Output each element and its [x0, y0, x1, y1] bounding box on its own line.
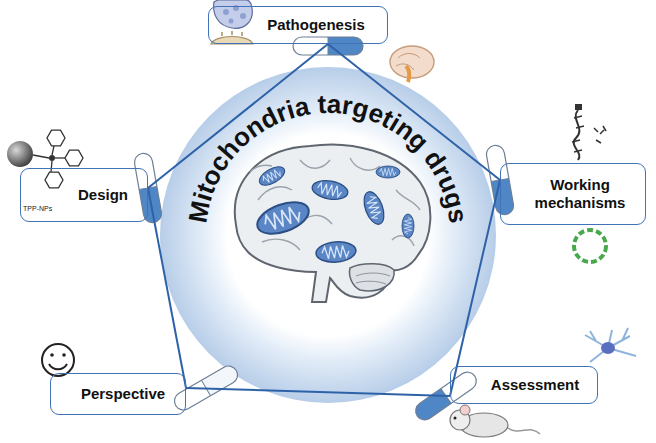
- capsule-icon: [171, 380, 210, 413]
- brain-illustration: [256, 163, 287, 189]
- synapse-icon: [211, 37, 253, 45]
- plasmid-icon: [574, 230, 606, 262]
- brain-illustration: [349, 264, 394, 291]
- capsule-icon: [412, 389, 451, 424]
- mouse-icon: [508, 428, 540, 434]
- capsule-icon: [293, 37, 363, 55]
- icon-caption: TPP-NPs: [23, 205, 52, 212]
- synapse-icon: [222, 31, 242, 36]
- synapse-icon: [240, 13, 246, 19]
- aptamer-icon: [572, 116, 584, 152]
- tpp-nanoparticle-icon: [49, 155, 55, 161]
- capsule-icon: [328, 37, 329, 55]
- brain-illustration: [376, 166, 400, 178]
- capsule-icon: [293, 37, 328, 55]
- smiley-icon: [42, 344, 74, 376]
- tpp-nanoparticle-icon: [51, 161, 52, 172]
- tpp-nanoparticle-icon: [55, 157, 65, 158]
- smiley-icon: [49, 364, 67, 369]
- tpp-nanoparticle-icon: [47, 130, 65, 146]
- capsule-icon: [293, 37, 363, 55]
- topic-box: Assessment: [450, 366, 598, 404]
- brain-illustration: [315, 240, 357, 263]
- aptamer-icon: [572, 104, 606, 160]
- mouse-icon: [450, 405, 540, 437]
- topic-label: Perspective: [81, 385, 165, 403]
- brain-illustration: [235, 145, 431, 303]
- topic-box: Working mechanisms: [500, 163, 646, 225]
- aptamer-icon: [594, 126, 606, 143]
- tpp-nanoparticle-icon: [45, 172, 63, 188]
- brain-illustration: [311, 178, 350, 202]
- hub-circle: Mitochondria targeting drugs: [160, 67, 496, 403]
- hub-disc: [160, 67, 496, 403]
- topic-box: Pathogenesis: [208, 6, 388, 44]
- topic-label: Pathogenesis: [267, 16, 365, 34]
- synapse-icon: [223, 9, 229, 15]
- brain-icon: [390, 46, 434, 82]
- synapse-icon: [229, 19, 234, 24]
- smiley-icon: [50, 353, 54, 357]
- neuron-icon: [585, 328, 636, 362]
- smiley-icon: [62, 353, 66, 357]
- tpp-nanoparticle-icon: [7, 141, 33, 167]
- topic-label: Assessment: [491, 376, 579, 394]
- hub-title-layer: Mitochondria targeting drugs: [160, 67, 496, 403]
- mouse-icon: [454, 417, 457, 420]
- curved-title: Mitochondria targeting drugs: [182, 89, 473, 225]
- topic-box: Design: [20, 168, 148, 222]
- tpp-nanoparticle-icon: [33, 155, 49, 158]
- plasmid-icon: [574, 230, 606, 262]
- synapse-icon: [214, 0, 253, 28]
- brain-illustration: [356, 273, 390, 284]
- smiley-icon: [42, 344, 74, 376]
- capsule-icon: [491, 178, 515, 216]
- tpp-nanoparticle-icon: [65, 150, 83, 166]
- neuron-icon: [585, 328, 636, 362]
- brain-icon: [390, 46, 434, 78]
- tpp-nanoparticle-icon: [7, 130, 83, 188]
- brain-illustration: [250, 158, 420, 250]
- capsule-icon: [202, 363, 241, 396]
- brain-illustration: [235, 145, 431, 303]
- pentagon-side: [148, 188, 186, 388]
- brain-illustration: [253, 196, 313, 240]
- brain-icon: [406, 66, 409, 82]
- topic-label: Working mechanisms: [521, 176, 639, 212]
- mouse-icon: [460, 405, 470, 415]
- tpp-nanoparticle-icon: [52, 146, 54, 155]
- pentagon-side: [186, 388, 450, 396]
- brain-illustration: [360, 189, 388, 227]
- topic-box: Perspective: [50, 373, 186, 415]
- neuron-icon: [601, 342, 615, 354]
- capsule-icon: [328, 37, 363, 55]
- brain-illustration: [402, 214, 414, 238]
- aptamer-icon: [575, 104, 582, 110]
- topic-label: Design: [78, 186, 128, 204]
